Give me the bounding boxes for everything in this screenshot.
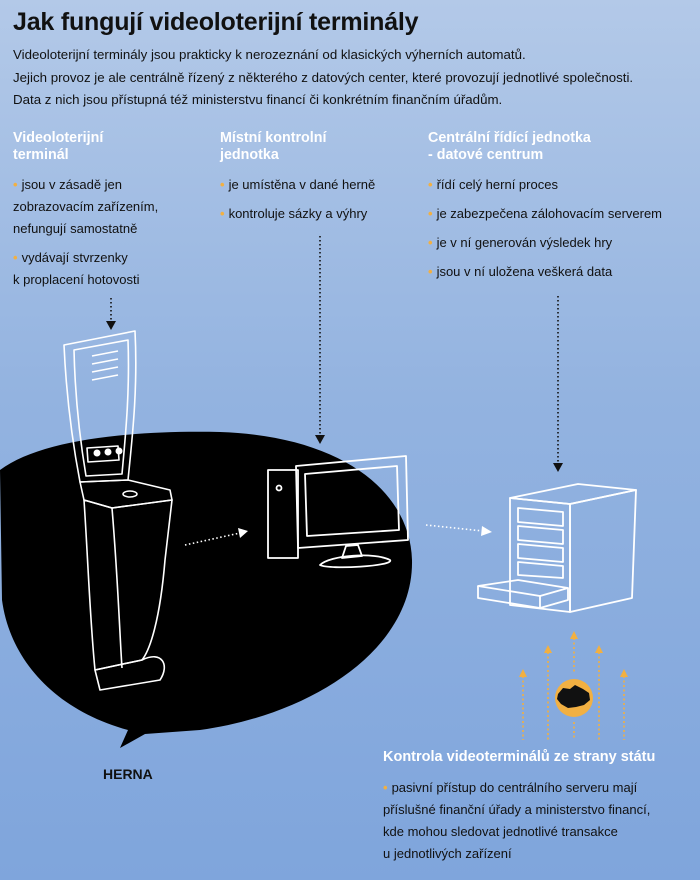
bullet-dot: • [220,177,225,192]
local-unit-bullets: •je umístěna v dané herně •kontroluje sá… [220,174,375,232]
state-control-heading: Kontrola videoterminálů ze strany státu [383,749,656,765]
terminal-heading: Videoloterijní terminál [13,130,104,163]
dotted-arrows [110,236,559,464]
czech-republic-map-icon [555,679,593,717]
arrowhead [553,463,563,472]
page-title: Jak fungují videoloterijní terminály [13,8,419,36]
arrowhead [481,526,492,536]
arrowhead [570,631,578,639]
bullet-dot: • [220,206,225,221]
terminal-button [104,448,112,456]
central-unit-bullets: •řídí celý herní proces •je zabezpečena … [428,174,662,290]
bullet-item: •je zabezpečena zálohovacím serverem [428,206,663,221]
arrowhead [620,669,628,677]
bullet-item: •řídí celý herní proces [428,177,558,192]
arrowhead [315,435,325,444]
bullet-dot: • [383,780,388,795]
computer-to-server-arrow [425,524,484,532]
coin-slot [122,490,138,498]
bullet-item: •kontroluje sázky a výhry [220,206,368,221]
intro-text: Videoloterijní terminály jsou prakticky … [13,44,693,112]
central-unit-heading: Centrální řídící jednotka - datové centr… [428,130,591,163]
bullet-dot: • [428,264,433,279]
local-unit-heading: Místní kontrolní jednotka [220,130,327,163]
terminal-button [115,447,123,455]
intro-line: Jejich provoz je ale centrálně řízený z … [13,69,634,85]
terminal-button [93,449,101,457]
terminal-bullets: •jsou v zásadě jen zobrazovacím zařízení… [13,174,158,298]
intro-line: Data z nich jsou přístupná též ministers… [13,92,503,107]
bullet-dot: • [428,177,433,192]
bullet-item: •pasivní přístup do centrálního serveru … [383,780,651,861]
herna-area [0,431,413,748]
herna-label: HERNA [103,766,153,782]
bullet-dot: • [428,206,433,221]
arrowhead [238,528,248,538]
video-lottery-terminal-icon [63,330,173,691]
bullet-item: •vydávají stvrzenky k proplacení hotovos… [13,250,140,287]
bullet-item: •je umístěna v dané herně [220,177,376,192]
state-access-arrows [522,638,625,740]
arrowhead [595,645,603,653]
bullet-item: •jsou v zásadě jen zobrazovacím zařízení… [13,177,159,236]
arrowhead [106,321,116,330]
terminal-to-computer-arrow [184,532,241,546]
intro-line: Videoloterijní terminály jsou prakticky … [13,47,526,62]
bullet-dot: • [428,235,433,250]
bullet-dot: • [13,177,18,192]
arrowhead [519,669,527,677]
server-icon [477,483,637,613]
bullet-item: •jsou v ní uložena veškerá data [428,264,613,279]
bullet-dot: • [13,250,18,265]
arrowhead [544,645,552,653]
state-control-bullets: •pasivní přístup do centrálního serveru … [383,777,650,872]
bullet-item: •je v ní generován výsledek hry [428,235,613,250]
computer-icon [267,455,409,569]
